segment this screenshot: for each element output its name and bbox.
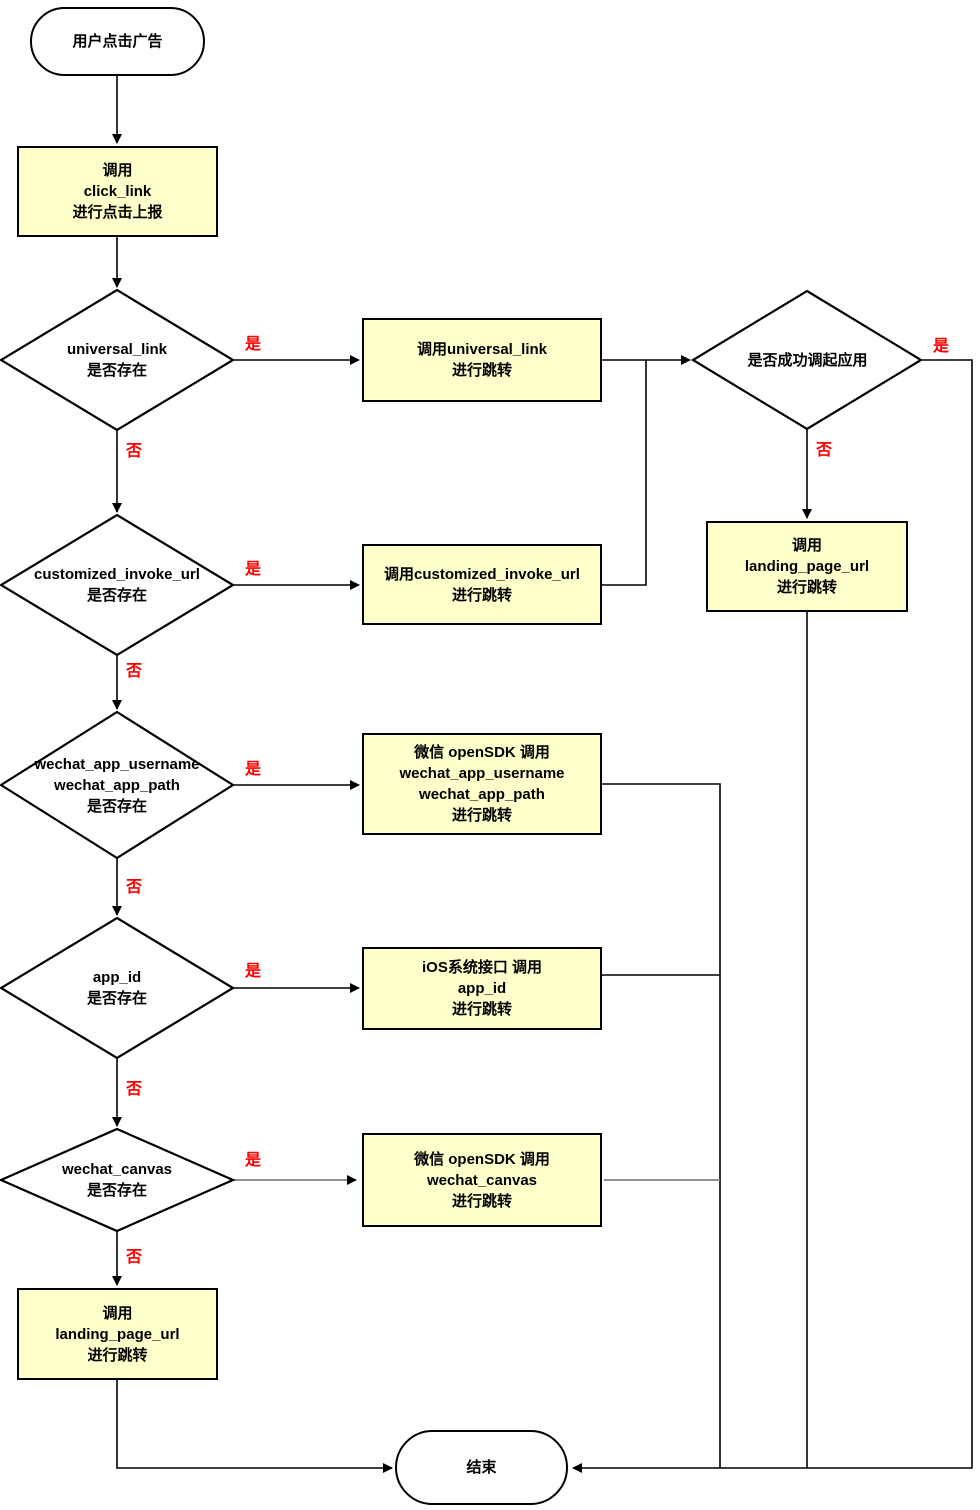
process-jump-landing-page-right: 调用 landing_page_url 进行跳转 xyxy=(706,521,908,612)
edge-label-success-yes: 是 xyxy=(932,338,950,355)
decision-wechat-canvas: wechat_canvas 是否存在 xyxy=(0,1129,234,1231)
process-jump-landing-page-right-label: 调用 landing_page_url 进行跳转 xyxy=(744,537,870,596)
edge-label-universal-yes: 是 xyxy=(244,336,262,353)
process-jump-wechat-canvas-label: 微信 openSDK 调用 wechat_canvas 进行跳转 xyxy=(414,1150,550,1210)
edge-label-customized-no: 否 xyxy=(125,663,143,680)
decision-wechat-canvas-label: wechat_canvas 是否存在 xyxy=(61,1161,173,1199)
edge-jump-customized-join xyxy=(602,360,647,586)
decision-universal-link-label: universal_link 是否存在 xyxy=(66,341,168,379)
decision-universal-link-shape xyxy=(0,288,236,432)
process-jump-app-id: iOS系统接口 调用 app_id 进行跳转 xyxy=(362,947,602,1030)
decision-app-id: app_id 是否存在 xyxy=(0,918,234,1058)
start-node: 用户点击广告 xyxy=(30,7,205,76)
process-jump-wechat-app: 微信 openSDK 调用 wechat_app_username wechat… xyxy=(362,733,602,835)
edge-label-success-no: 否 xyxy=(815,442,833,459)
decision-success: 是否成功调起应用 xyxy=(693,291,922,429)
edge-label-wechat-app-yes: 是 xyxy=(244,761,262,778)
process-jump-wechat-canvas: 微信 openSDK 调用 wechat_canvas 进行跳转 xyxy=(362,1133,602,1227)
process-jump-wechat-app-label: 微信 openSDK 调用 wechat_app_username wechat… xyxy=(399,744,565,824)
edge-jump-wechat-app-to-end xyxy=(602,783,721,1468)
edge-success-yes-to-end xyxy=(572,359,973,1473)
end-node: 结束 xyxy=(395,1430,568,1505)
decision-customized-invoke-url-label: customized_invoke_url 是否存在 xyxy=(34,566,200,604)
decision-customized-invoke-url-shape xyxy=(0,513,236,657)
edge-label-wechat-app-no: 否 xyxy=(125,879,143,896)
process-jump-universal-link-label: 调用universal_link 进行跳转 xyxy=(416,341,548,379)
edge-label-app-id-yes: 是 xyxy=(244,963,262,980)
process-click-report-label: 调用 click_link 进行点击上报 xyxy=(72,162,163,221)
decision-app-id-shape xyxy=(0,916,236,1060)
process-jump-customized-invoke-url-label: 调用customized_invoke_url 进行跳转 xyxy=(384,565,580,604)
edge-label-wechat-canvas-yes: 是 xyxy=(244,1152,262,1169)
edge-landing-left-to-end xyxy=(116,1380,393,1473)
decision-app-id-label: app_id 是否存在 xyxy=(86,969,147,1007)
process-jump-universal-link: 调用universal_link 进行跳转 xyxy=(362,318,602,402)
process-jump-landing-page-left: 调用 landing_page_url 进行跳转 xyxy=(17,1288,218,1380)
end-node-label: 结束 xyxy=(466,1459,497,1476)
decision-universal-link: universal_link 是否存在 xyxy=(0,290,234,430)
edge-label-customized-yes: 是 xyxy=(244,561,262,578)
edge-label-universal-no: 否 xyxy=(125,443,143,460)
start-node-label: 用户点击广告 xyxy=(72,33,163,50)
edge-label-wechat-canvas-no: 否 xyxy=(125,1249,143,1266)
edge-label-app-id-no: 否 xyxy=(125,1081,143,1098)
process-jump-customized-invoke-url: 调用customized_invoke_url 进行跳转 xyxy=(362,544,602,625)
decision-wechat-canvas-shape xyxy=(0,1127,236,1233)
decision-success-shape xyxy=(690,289,924,431)
decision-wechat-app-shape xyxy=(0,710,236,860)
decision-success-label: 是否成功调起应用 xyxy=(747,351,868,369)
decision-customized-invoke-url: customized_invoke_url 是否存在 xyxy=(0,515,234,655)
decision-wechat-app: wechat_app_username wechat_app_path 是否存在 xyxy=(0,712,234,858)
process-click-report: 调用 click_link 进行点击上报 xyxy=(17,146,218,237)
process-jump-landing-page-left-label: 调用 landing_page_url 进行跳转 xyxy=(55,1304,180,1364)
process-jump-app-id-label: iOS系统接口 调用 app_id 进行跳转 xyxy=(421,959,542,1018)
decision-wechat-app-label: wechat_app_username wechat_app_path 是否存在 xyxy=(34,755,200,815)
